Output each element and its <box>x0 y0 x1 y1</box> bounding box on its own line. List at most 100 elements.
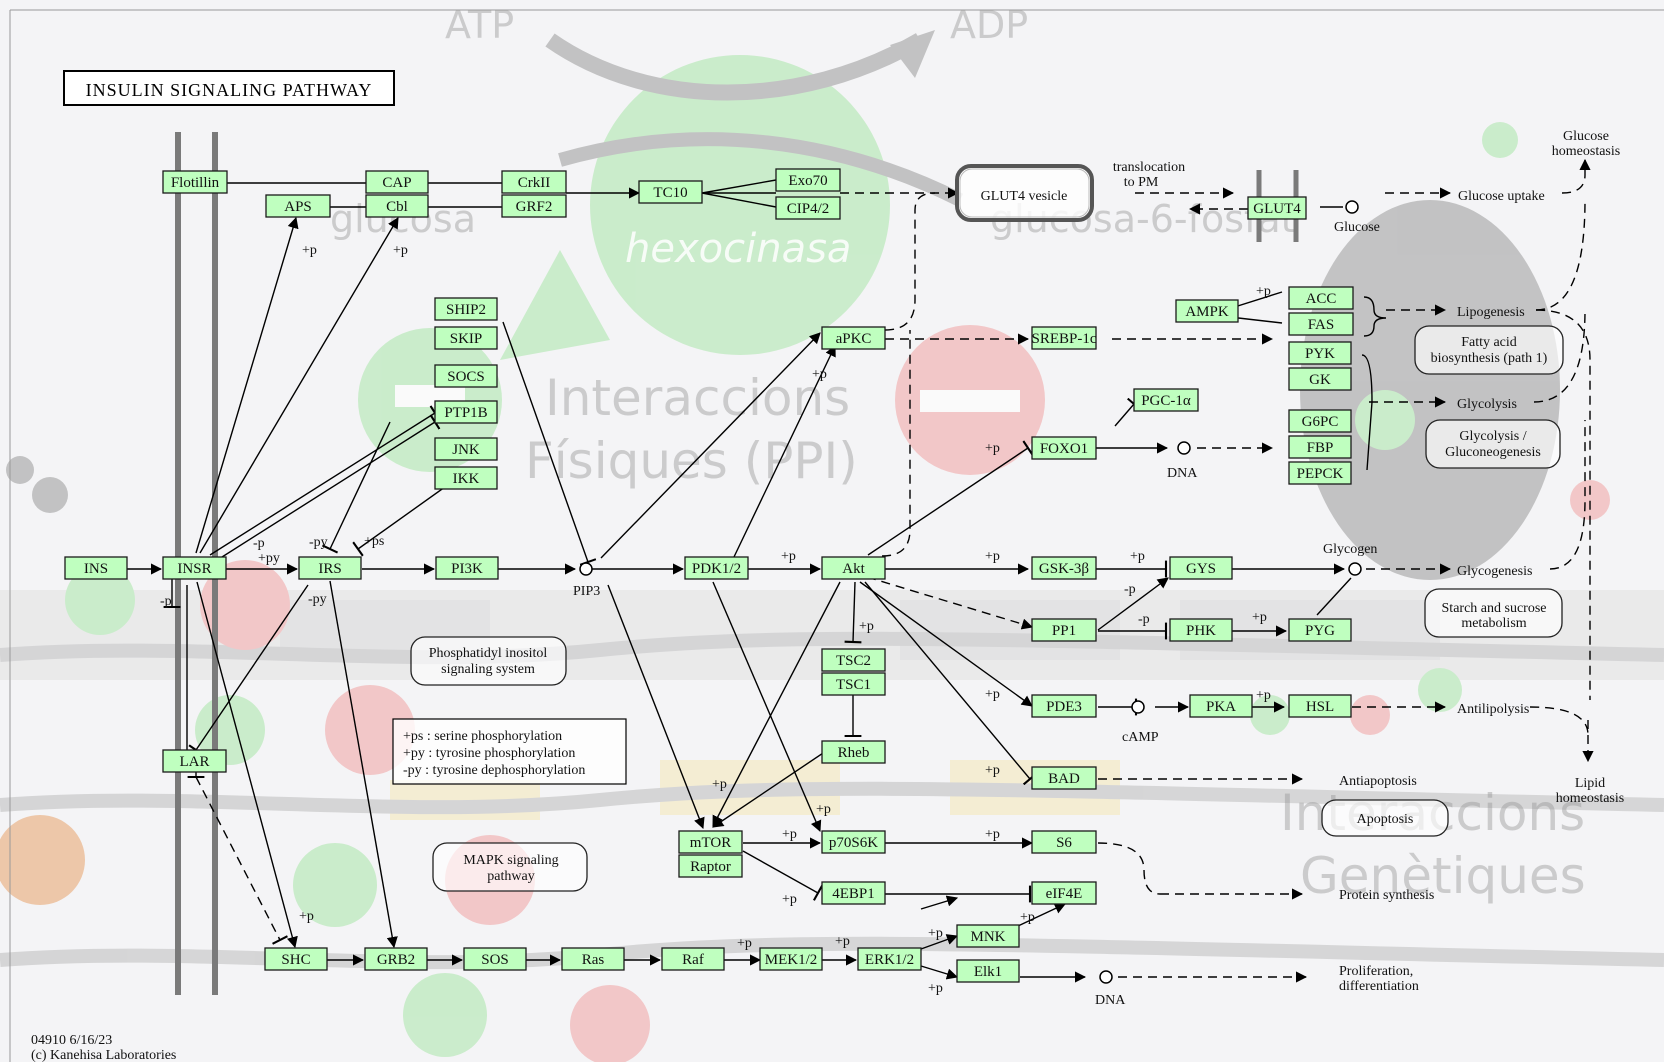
gene-node-acc[interactable]: ACC <box>1288 286 1354 310</box>
lipid-homeostasis-1: Lipid <box>1575 776 1605 791</box>
glut4-vesicle-box[interactable]: GLUT4 vesicle <box>955 164 1094 222</box>
gene-node-raptor[interactable]: Raptor <box>678 854 743 878</box>
edge-label: +p <box>393 243 408 258</box>
gene-node-pde3[interactable]: PDE3 <box>1031 694 1097 718</box>
gene-node-g6pc[interactable]: G6PC <box>1288 409 1352 433</box>
gene-box <box>821 740 886 764</box>
gene-node-hsl[interactable]: HSL <box>1288 694 1352 718</box>
gene-node-akt[interactable]: Akt <box>821 556 886 580</box>
gene-node-elk1[interactable]: Elk1 <box>956 959 1020 983</box>
gene-node-grb2[interactable]: GRB2 <box>364 947 428 971</box>
gene-box <box>1288 341 1352 365</box>
gene-label: FOXO1 <box>1040 441 1088 457</box>
gene-node-cip42[interactable]: CIP4/2 <box>775 196 841 220</box>
gene-node-tsc2[interactable]: TSC2 <box>821 648 886 672</box>
footer: 04910 6/16/23 (c) Kanehisa Laboratories <box>31 1033 176 1062</box>
gene-node-gsk3b[interactable]: GSK-3β <box>1031 556 1097 580</box>
gene-node-s6[interactable]: S6 <box>1031 830 1097 854</box>
gene-node-jnk[interactable]: JNK <box>434 437 498 461</box>
gene-node-flotillin[interactable]: Flotillin <box>162 170 228 194</box>
gene-label: GLUT4 <box>1253 201 1301 217</box>
fatty-acid-map-link[interactable]: Fatty acid biosynthesis (path 1) <box>1414 325 1564 375</box>
gene-label: Rheb <box>838 745 870 761</box>
gene-node-p70s6k[interactable]: p70S6K <box>821 830 886 854</box>
gene-node-eif4e[interactable]: eIF4E <box>1031 881 1097 905</box>
gene-node-mek12[interactable]: MEK1/2 <box>759 947 823 971</box>
gene-label: PP1 <box>1052 623 1076 639</box>
gene-node-raf[interactable]: Raf <box>661 947 725 971</box>
gene-node-shc[interactable]: SHC <box>264 947 328 971</box>
gene-node-pi3k[interactable]: PI3K <box>435 556 499 580</box>
gene-node-skip[interactable]: SKIP <box>434 326 498 350</box>
gene-node-bad[interactable]: BAD <box>1031 766 1097 790</box>
gene-node-fas[interactable]: FAS <box>1288 312 1354 336</box>
gene-box <box>1288 409 1352 433</box>
edge-label: +p <box>985 827 1000 842</box>
gene-label: IKK <box>453 471 480 487</box>
glycolysis-map-link[interactable]: Glycolysis / Gluconeogenesis <box>1425 419 1561 469</box>
gene-node-ptp1b[interactable]: PTP1B <box>434 400 498 424</box>
gene-node-phk[interactable]: PHK <box>1169 618 1233 642</box>
gene-node-ship2[interactable]: SHIP2 <box>434 297 498 321</box>
edge-label: +p <box>812 367 827 382</box>
protein-synthesis-label: Protein synthesis <box>1339 888 1434 903</box>
gene-box <box>678 830 743 854</box>
translocation-label-2: to PM <box>1124 175 1159 190</box>
gene-node-cbl[interactable]: Cbl <box>365 194 429 218</box>
gene-node-srebp[interactable]: SREBP-1c <box>1031 326 1097 350</box>
apoptosis-map-link[interactable]: Apoptosis <box>1321 799 1449 837</box>
gene-node-ampk[interactable]: AMPK <box>1175 299 1239 323</box>
gene-node-mnk[interactable]: MNK <box>956 924 1020 948</box>
gene-label: MNK <box>970 929 1005 945</box>
gene-node-irs[interactable]: IRS <box>298 556 362 580</box>
gene-node-crkii[interactable]: CrkII <box>501 170 567 194</box>
gene-node-rheb[interactable]: Rheb <box>821 740 886 764</box>
phosphatidyl-map-link[interactable]: Phosphatidyl inositol signaling system <box>410 636 567 686</box>
gene-node-apkc[interactable]: aPKC <box>821 326 886 350</box>
watermark-gen-2: Genètiques <box>1300 847 1586 905</box>
gene-node-insr[interactable]: INSR <box>162 556 227 580</box>
gene-label: PYG <box>1305 623 1335 639</box>
gene-node-pgc[interactable]: PGC-1α <box>1133 388 1199 412</box>
gene-node-ras[interactable]: Ras <box>561 947 625 971</box>
gene-label: 4EBP1 <box>832 886 875 902</box>
mapk-map-link[interactable]: MAPK signaling pathway <box>432 842 588 892</box>
gene-box <box>1288 286 1354 310</box>
map-links: GLUT4 vesicle Fatty acid biosynthesis (p… <box>410 164 1564 892</box>
gene-node-fbp[interactable]: FBP <box>1288 435 1352 459</box>
gene-box <box>365 170 429 194</box>
gene-node-lar[interactable]: LAR <box>162 749 227 773</box>
gene-node-tc10[interactable]: TC10 <box>638 180 703 204</box>
gene-node-exo70[interactable]: Exo70 <box>775 168 841 192</box>
gene-node-cap[interactable]: CAP <box>365 170 429 194</box>
gene-node-tsc1[interactable]: TSC1 <box>821 672 886 696</box>
antilipolysis-label: Antilipolysis <box>1457 702 1529 717</box>
gene-node-gys[interactable]: GYS <box>1169 556 1233 580</box>
edge-label: +p <box>985 441 1000 456</box>
gene-node-glut4[interactable]: GLUT4 <box>1247 196 1307 220</box>
gene-box <box>364 947 428 971</box>
gene-node-ikk[interactable]: IKK <box>434 466 498 490</box>
gene-node-sos[interactable]: SOS <box>463 947 527 971</box>
gene-node-pyk[interactable]: PYK <box>1288 341 1352 365</box>
gene-node-pyg[interactable]: PYG <box>1288 618 1352 642</box>
gene-node-foxo1[interactable]: FOXO1 <box>1031 436 1097 460</box>
gene-node-pdk12[interactable]: PDK1/2 <box>684 556 749 580</box>
edge-label: +p <box>816 802 831 817</box>
gene-node-pepck[interactable]: PEPCK <box>1288 461 1352 485</box>
legend-box: +ps : serine phosphorylation +py : tyros… <box>392 718 627 785</box>
gene-node-ins[interactable]: INS <box>64 556 128 580</box>
starch-map-link[interactable]: Starch and sucrose metabolism <box>1424 588 1563 638</box>
gene-node-gk[interactable]: GK <box>1288 367 1352 391</box>
gene-node-aps[interactable]: APS <box>265 194 331 218</box>
gene-node-pka[interactable]: PKA <box>1189 694 1253 718</box>
gene-node-socs[interactable]: SOCS <box>434 364 498 388</box>
glucose-homeostasis-1: Glucose <box>1563 129 1609 144</box>
edge-label: +p <box>1252 610 1267 625</box>
gene-node-erk12[interactable]: ERK1/2 <box>857 947 922 971</box>
gene-node-grf2[interactable]: GRF2 <box>501 194 567 218</box>
gene-node-pp1[interactable]: PP1 <box>1031 618 1097 642</box>
gene-node-mtor[interactable]: mTOR <box>678 830 743 854</box>
gene-node-ebp1[interactable]: 4EBP1 <box>821 881 886 905</box>
